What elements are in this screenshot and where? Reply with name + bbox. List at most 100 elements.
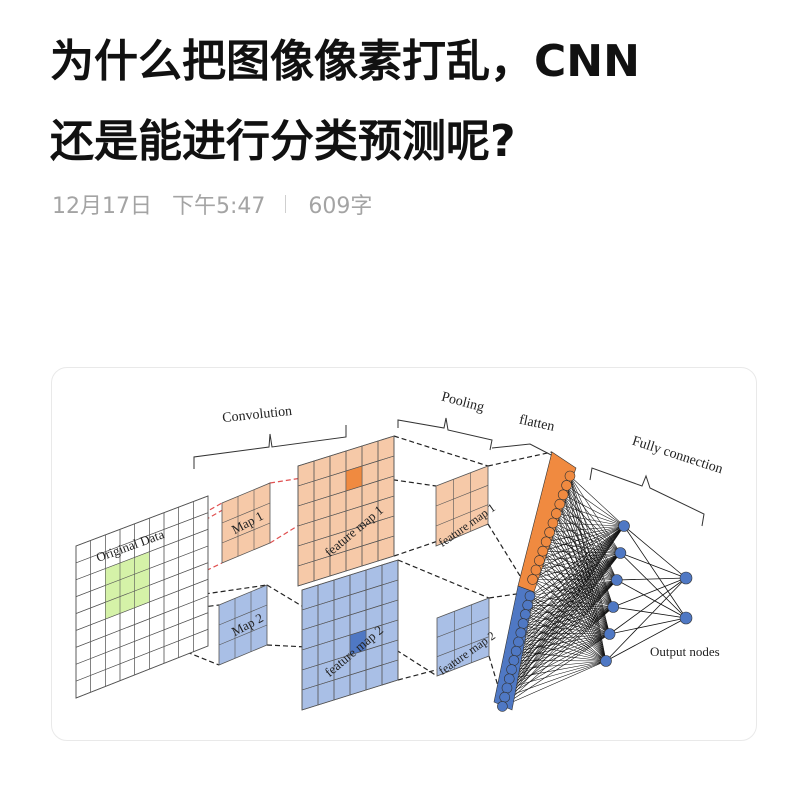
feature-map-1-lines-hline xyxy=(297,535,395,567)
fc-line xyxy=(504,606,614,698)
original-data-receptive-field xyxy=(134,568,150,591)
original-data-receptive-field xyxy=(105,562,120,586)
fc-line xyxy=(518,606,614,643)
fc-line xyxy=(518,552,621,643)
fc-line xyxy=(515,525,625,652)
fc-line xyxy=(556,513,625,527)
original-data-grid-lines-hline xyxy=(75,612,209,665)
pooled-map-2-hline xyxy=(436,617,490,638)
fc-line xyxy=(525,552,621,615)
fc-line xyxy=(509,579,617,680)
fc-line xyxy=(525,525,625,615)
flatten-node xyxy=(534,555,545,566)
fc-line xyxy=(509,552,621,679)
map-1-kernel-hline xyxy=(221,522,271,544)
original-data-grid-lines-hline xyxy=(75,629,209,682)
fc-line xyxy=(522,552,621,624)
brace-fully-connection xyxy=(589,467,705,527)
fc-line xyxy=(504,633,610,698)
label-fully-connection: Fully connection xyxy=(630,434,725,477)
publish-date: 12月17日 xyxy=(52,194,152,219)
label-convolution: Convolution xyxy=(222,404,293,426)
feature-map-1-active-cell xyxy=(346,466,362,491)
fc-line xyxy=(502,633,610,707)
flatten-node xyxy=(517,618,529,629)
fc-line xyxy=(539,560,607,662)
fc-line xyxy=(569,475,625,527)
fc-line xyxy=(605,577,687,662)
fc-line xyxy=(522,525,625,624)
meta-divider xyxy=(285,195,287,213)
fc-line xyxy=(549,525,625,533)
fc-line xyxy=(527,525,625,606)
fc-line xyxy=(511,552,621,670)
brace-pooling xyxy=(397,417,493,451)
cnn-diagram-card[interactable]: Convolution Pooling flatten Fully connec… xyxy=(51,367,757,741)
pooled-map-2-hline xyxy=(436,636,490,657)
fc-line xyxy=(502,525,625,707)
brace-flatten xyxy=(491,443,558,459)
word-count: 609字 xyxy=(308,194,373,219)
fc-line xyxy=(516,579,617,652)
output-node xyxy=(679,611,693,625)
fc-line xyxy=(513,579,617,661)
original-data-receptive-field xyxy=(134,585,150,608)
map-2-kernel-hline xyxy=(218,624,268,646)
flatten-node xyxy=(510,645,522,657)
fc-line xyxy=(609,617,687,635)
fc-line xyxy=(620,552,687,579)
fc-line xyxy=(502,606,614,707)
fc-line xyxy=(552,522,614,608)
fc-line xyxy=(532,552,621,580)
fc-line xyxy=(563,494,625,527)
fc-line xyxy=(525,579,617,615)
fc-line xyxy=(522,579,617,624)
flatten-node xyxy=(554,498,566,510)
article-meta: 12月17日 下午5:47 609字 xyxy=(52,188,372,220)
fc-line xyxy=(546,525,625,543)
hidden-node xyxy=(618,520,630,532)
flatten-node xyxy=(522,599,534,611)
original-data-receptive-field xyxy=(134,551,150,575)
fc-line xyxy=(535,525,625,571)
original-data-grid-lines-hline xyxy=(75,579,209,631)
publish-time: 下午5:47 xyxy=(172,194,266,219)
fc-line xyxy=(520,552,621,634)
map-1-kernel-hline xyxy=(221,502,271,524)
original-data-grid-lines-hline xyxy=(75,512,209,564)
flatten-node xyxy=(501,682,513,694)
hidden-node xyxy=(614,547,627,559)
flatten-node xyxy=(557,489,569,501)
fc-line xyxy=(506,633,610,689)
label-output-nodes: Output nodes xyxy=(650,644,720,659)
fc-line xyxy=(623,525,687,579)
fc-line xyxy=(513,525,625,661)
fc-line xyxy=(539,525,625,561)
feature-map-2-lines-hline xyxy=(301,659,399,691)
fc-line xyxy=(520,525,625,633)
flatten-node xyxy=(564,470,576,482)
fc-line xyxy=(546,541,621,554)
fc-line xyxy=(520,579,617,634)
fc-line xyxy=(527,552,621,606)
fc-line xyxy=(506,660,607,689)
fc-line xyxy=(513,552,621,661)
label-pooling: Pooling xyxy=(440,390,486,416)
fc-line xyxy=(518,579,617,643)
fc-line xyxy=(620,552,687,619)
article-title-line-1: 为什么把图像像素打乱，CNN xyxy=(50,36,640,87)
fc-line xyxy=(516,606,614,652)
flatten-node xyxy=(527,574,538,585)
fc-line xyxy=(513,660,607,662)
fc-line xyxy=(549,532,621,554)
cnn-diagram: Convolution Pooling flatten Fully connec… xyxy=(75,390,725,712)
fc-line xyxy=(566,485,625,527)
fc-line xyxy=(616,579,687,619)
fc-line xyxy=(613,577,687,608)
flatten-node xyxy=(561,480,572,491)
original-data-grid-lines-hline xyxy=(75,562,209,614)
fc-line xyxy=(529,525,625,597)
fc-line xyxy=(502,579,618,707)
fc-line xyxy=(613,606,687,619)
feature-map-2-active-cell xyxy=(350,630,366,655)
